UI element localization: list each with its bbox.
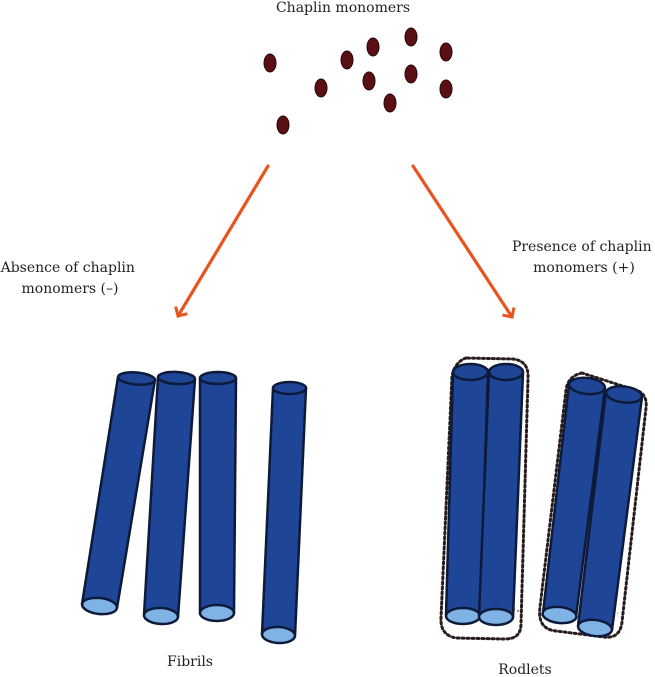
fibril-rod <box>142 370 197 626</box>
fibril-rod <box>260 380 308 645</box>
rodlet-bundle-right <box>538 371 648 639</box>
monomer <box>340 50 354 70</box>
monomer <box>362 71 376 91</box>
rodlet-sheath <box>538 371 648 639</box>
rodlet-bundle-left <box>439 356 530 641</box>
monomer <box>404 27 418 47</box>
rodlet-rod <box>541 376 607 625</box>
rodlet-rod <box>444 362 490 626</box>
presence-label-line1: Presence of chaplin <box>512 239 652 255</box>
presence-label: Presence of chaplin monomers (+) <box>512 239 655 276</box>
presence-label-line2: monomers (+) <box>533 260 635 276</box>
monomer <box>439 79 453 99</box>
monomer <box>263 53 277 73</box>
monomer <box>404 64 418 84</box>
monomer <box>366 37 380 57</box>
monomer <box>276 115 290 135</box>
rodlet-rod <box>477 362 525 627</box>
monomer <box>439 42 453 62</box>
absence-label: Absence of chaplin monomers (–) <box>0 260 139 297</box>
absence-label-line1: Absence of chaplin <box>0 260 135 276</box>
fibril-rod <box>80 371 157 616</box>
chaplin-monomers <box>263 27 453 135</box>
monomer <box>314 78 328 98</box>
arrow-to-rodlets <box>411 164 516 319</box>
rodlets-label: Rodlets <box>498 662 552 677</box>
fibril-rod <box>198 370 238 623</box>
rodlet-rod <box>576 385 644 638</box>
fibrils-label: Fibrils <box>167 654 213 670</box>
title-chaplin-monomers: Chaplin monomers <box>276 0 410 16</box>
absence-label-line2: monomers (–) <box>22 281 119 297</box>
monomer <box>383 93 397 113</box>
arrow-to-fibrils <box>174 164 270 318</box>
fibrils-group <box>80 370 308 645</box>
rodlets-group <box>439 356 648 641</box>
